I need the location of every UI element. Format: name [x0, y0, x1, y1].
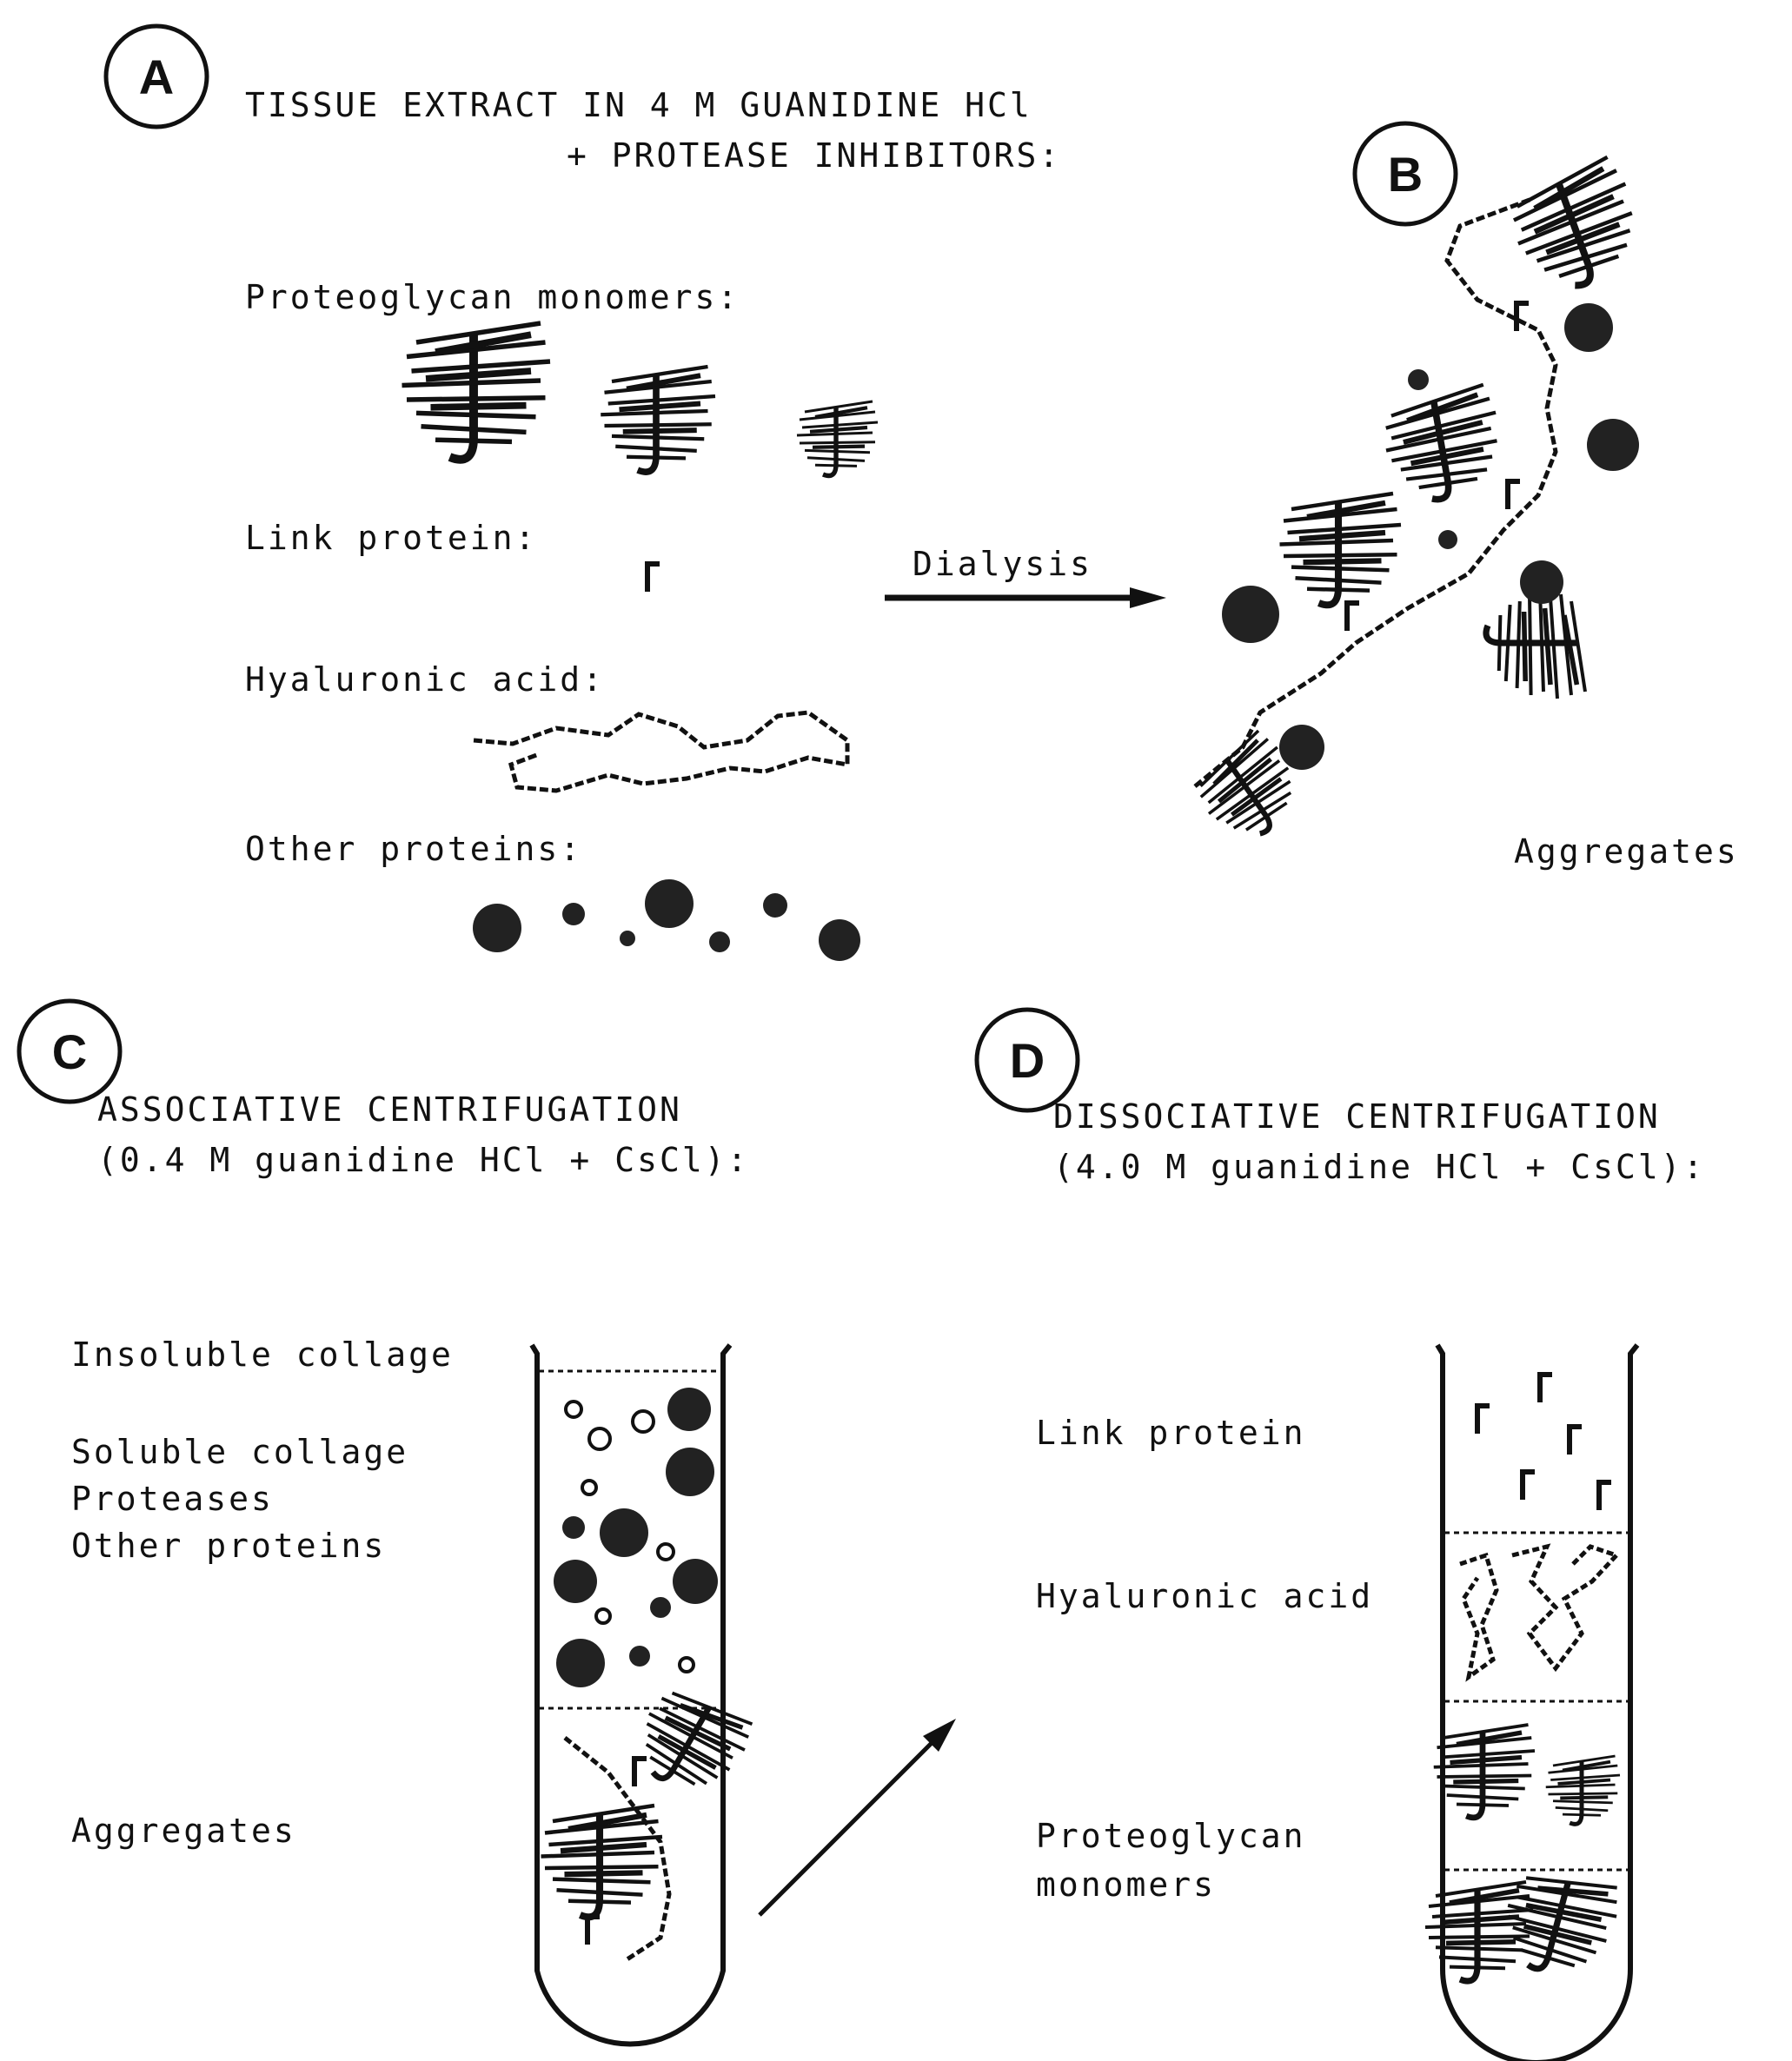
panel-c-title-line2: (0.4 M guanidine HCl + CsCl):	[97, 1141, 749, 1179]
tube-c-aggregates-label: Aggregates	[71, 1812, 296, 1850]
proteoglycan-monomer-large	[402, 323, 551, 460]
dialysis-label: Dialysis	[913, 545, 1092, 583]
panel-c: C ASSOCIATIVE CENTRIFUGATION (0.4 M guan…	[19, 1001, 758, 2044]
panel-d-title-line1: DISSOCIATIVE CENTRIFUGATION	[1053, 1097, 1661, 1136]
panel-d-title-line2: (4.0 M guanidine HCl + CsCl):	[1053, 1148, 1705, 1186]
aggregate-structure	[1186, 155, 1653, 852]
proteoglycan-label: Proteoglycan monomers:	[245, 278, 740, 316]
transfer-arrow	[760, 1719, 956, 1915]
panel-a-title-line1: TISSUE EXTRACT IN 4 M GUANIDINE HCl	[245, 86, 1032, 124]
panel-a-letter: A	[139, 50, 174, 104]
hyaluronic-acid-label: Hyaluronic acid:	[245, 660, 605, 699]
proteoglycan-monomer-medium	[601, 367, 715, 472]
panel-a-title-line2: + PROTEASE INHIBITORS:	[567, 136, 1061, 175]
tube-d-link-label: Link protein	[1036, 1414, 1306, 1452]
panel-a: A TISSUE EXTRACT IN 4 M GUANIDINE HCl + …	[106, 26, 1061, 961]
link-protein-label: Link protein:	[245, 519, 537, 557]
panel-b-badge: B	[1355, 123, 1456, 224]
tube-c-other-label: Other proteins	[71, 1527, 386, 1565]
tube-d-monomer-layer	[1425, 1725, 1623, 1985]
panel-d: D DISSOCIATIVE CENTRIFUGATION (4.0 M gua…	[977, 1010, 1705, 2061]
centrifuge-tube-d	[1425, 1345, 1637, 2061]
link-protein-icon	[647, 564, 660, 592]
dialysis-arrow: Dialysis	[885, 545, 1166, 608]
tube-d-monomers-label-line1: Proteoglycan	[1036, 1817, 1306, 1855]
other-proteins-label: Other proteins:	[245, 830, 582, 868]
panel-d-badge: D	[977, 1010, 1078, 1110]
panel-b-letter: B	[1388, 147, 1423, 202]
panel-d-letter: D	[1010, 1033, 1045, 1088]
panel-b: B Aggregates	[1186, 123, 1739, 871]
tube-c-protein-layer	[554, 1388, 718, 1687]
panel-a-badge: A	[106, 26, 207, 127]
hyaluronic-acid-chain	[474, 712, 847, 791]
tube-d-hyaluronic-label: Hyaluronic acid	[1036, 1577, 1373, 1615]
other-proteins-cluster	[473, 879, 860, 961]
panel-c-letter: C	[52, 1024, 87, 1079]
aggregates-label-b: Aggregates	[1514, 832, 1739, 871]
tube-c-proteases-label: Proteases	[71, 1480, 274, 1518]
centrifuge-tube-c	[532, 1345, 758, 2044]
tube-c-insoluble-label: Insoluble collage	[71, 1335, 454, 1374]
tube-c-soluble-label: Soluble collage	[71, 1433, 408, 1471]
tube-d-link-layer	[1477, 1375, 1611, 1510]
proteoglycan-monomer-small	[797, 401, 878, 476]
tube-d-monomers-label-line2: monomers	[1036, 1866, 1216, 1904]
panel-c-title-line1: ASSOCIATIVE CENTRIFUGATION	[97, 1090, 682, 1129]
panel-c-badge: C	[19, 1001, 120, 1102]
tube-d-hyaluronic-layer	[1460, 1547, 1616, 1677]
